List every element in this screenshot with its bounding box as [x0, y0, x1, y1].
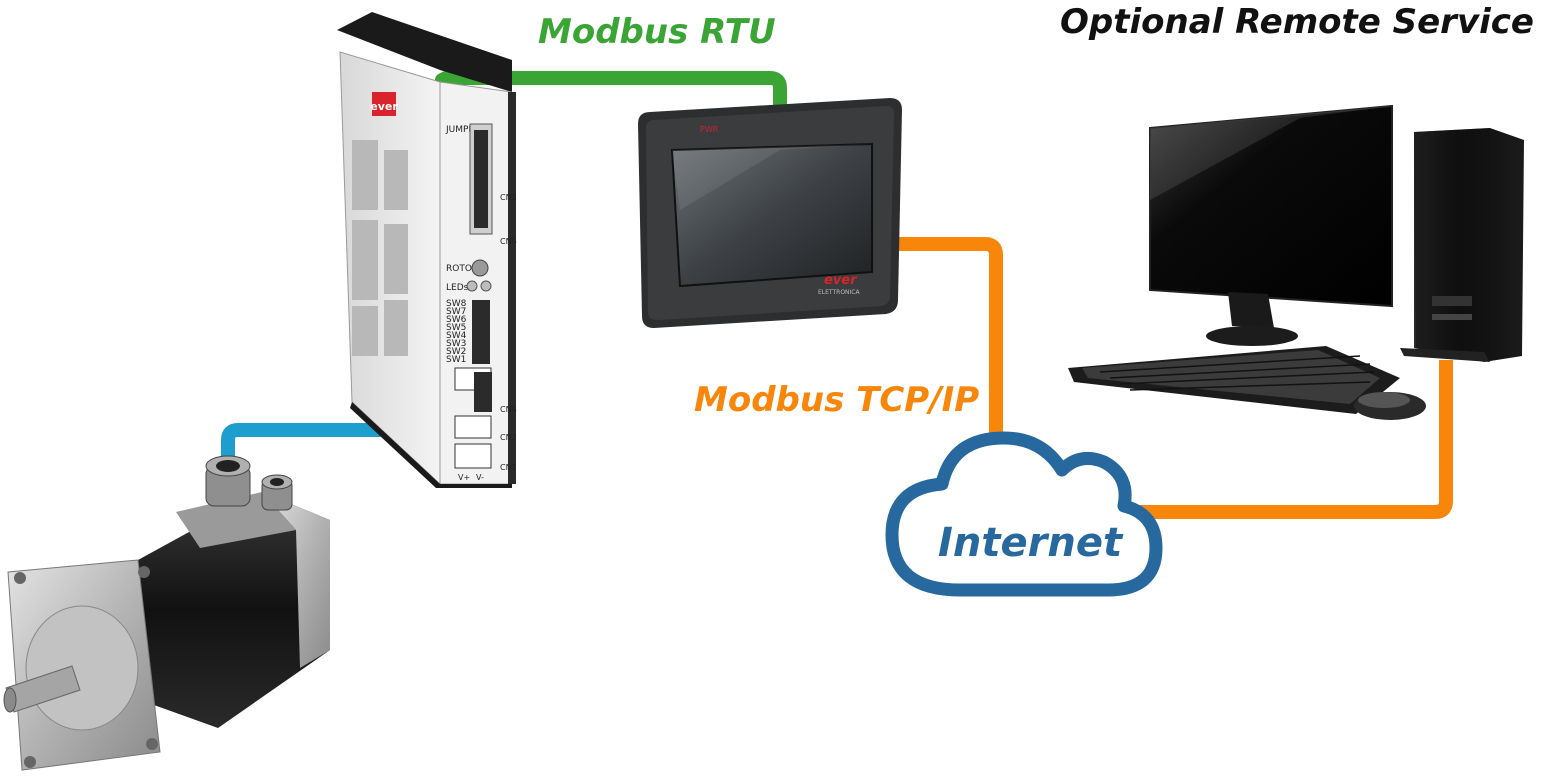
hmi-brand: ever [824, 273, 858, 288]
encoder-cable [221, 423, 488, 472]
drive-switch-label: SW8 [446, 299, 467, 309]
stepper-motor-icon [3, 455, 330, 771]
drive-brand: ever [370, 100, 398, 113]
drive-cn6-label: CN6 [500, 237, 517, 246]
modbus-rtu-label: Modbus RTU [538, 12, 776, 52]
drive-switch-label: SW5 [446, 323, 466, 333]
drive-switch-label: SW7 [446, 307, 466, 317]
hmi-panel-icon: PWR ever ELETTRONICA [638, 98, 902, 328]
drive-cn2-label: CN2 [500, 433, 517, 442]
drive-roto-label: ROTO [446, 264, 472, 274]
drive-switch-label: SW1 [446, 355, 466, 365]
desktop-computer-icon [1068, 104, 1524, 420]
drive-switch-label: SW3 [446, 339, 466, 349]
drive-cn3-label: CN3 [500, 193, 517, 202]
modbus-rtu-line [435, 71, 787, 117]
servo-drive-icon: ever JUMPER ROTO LEDs SW8SW7SW6SW5SW4SW3… [337, 12, 517, 488]
hmi-brand-sub: ELETTRONICA [818, 289, 860, 296]
drive-switch-label: SW6 [446, 315, 467, 325]
cloud-icon [885, 431, 1163, 597]
drive-cn1-label: CN1 [500, 463, 517, 472]
remote-service-label: Optional Remote Service [1060, 2, 1534, 42]
internet-label: Internet [938, 520, 1123, 566]
modbus-tcp-line-pc [1130, 360, 1453, 519]
drive-switch-label: SW2 [446, 347, 466, 357]
drive-leds-label: LEDs [446, 283, 469, 293]
drive-vminus-label: V- [476, 473, 484, 482]
hmi-pwr-label: PWR [700, 125, 719, 134]
drive-jumper-label: JUMPER [445, 125, 480, 135]
drive-cn4-label: CN4 [500, 405, 517, 414]
modbus-tcp-label: Modbus TCP/IP [694, 380, 980, 420]
drive-switch-label: SW4 [446, 331, 467, 341]
drive-vplus-label: V+ [458, 473, 470, 482]
modbus-tcp-line-hmi [892, 237, 1003, 470]
